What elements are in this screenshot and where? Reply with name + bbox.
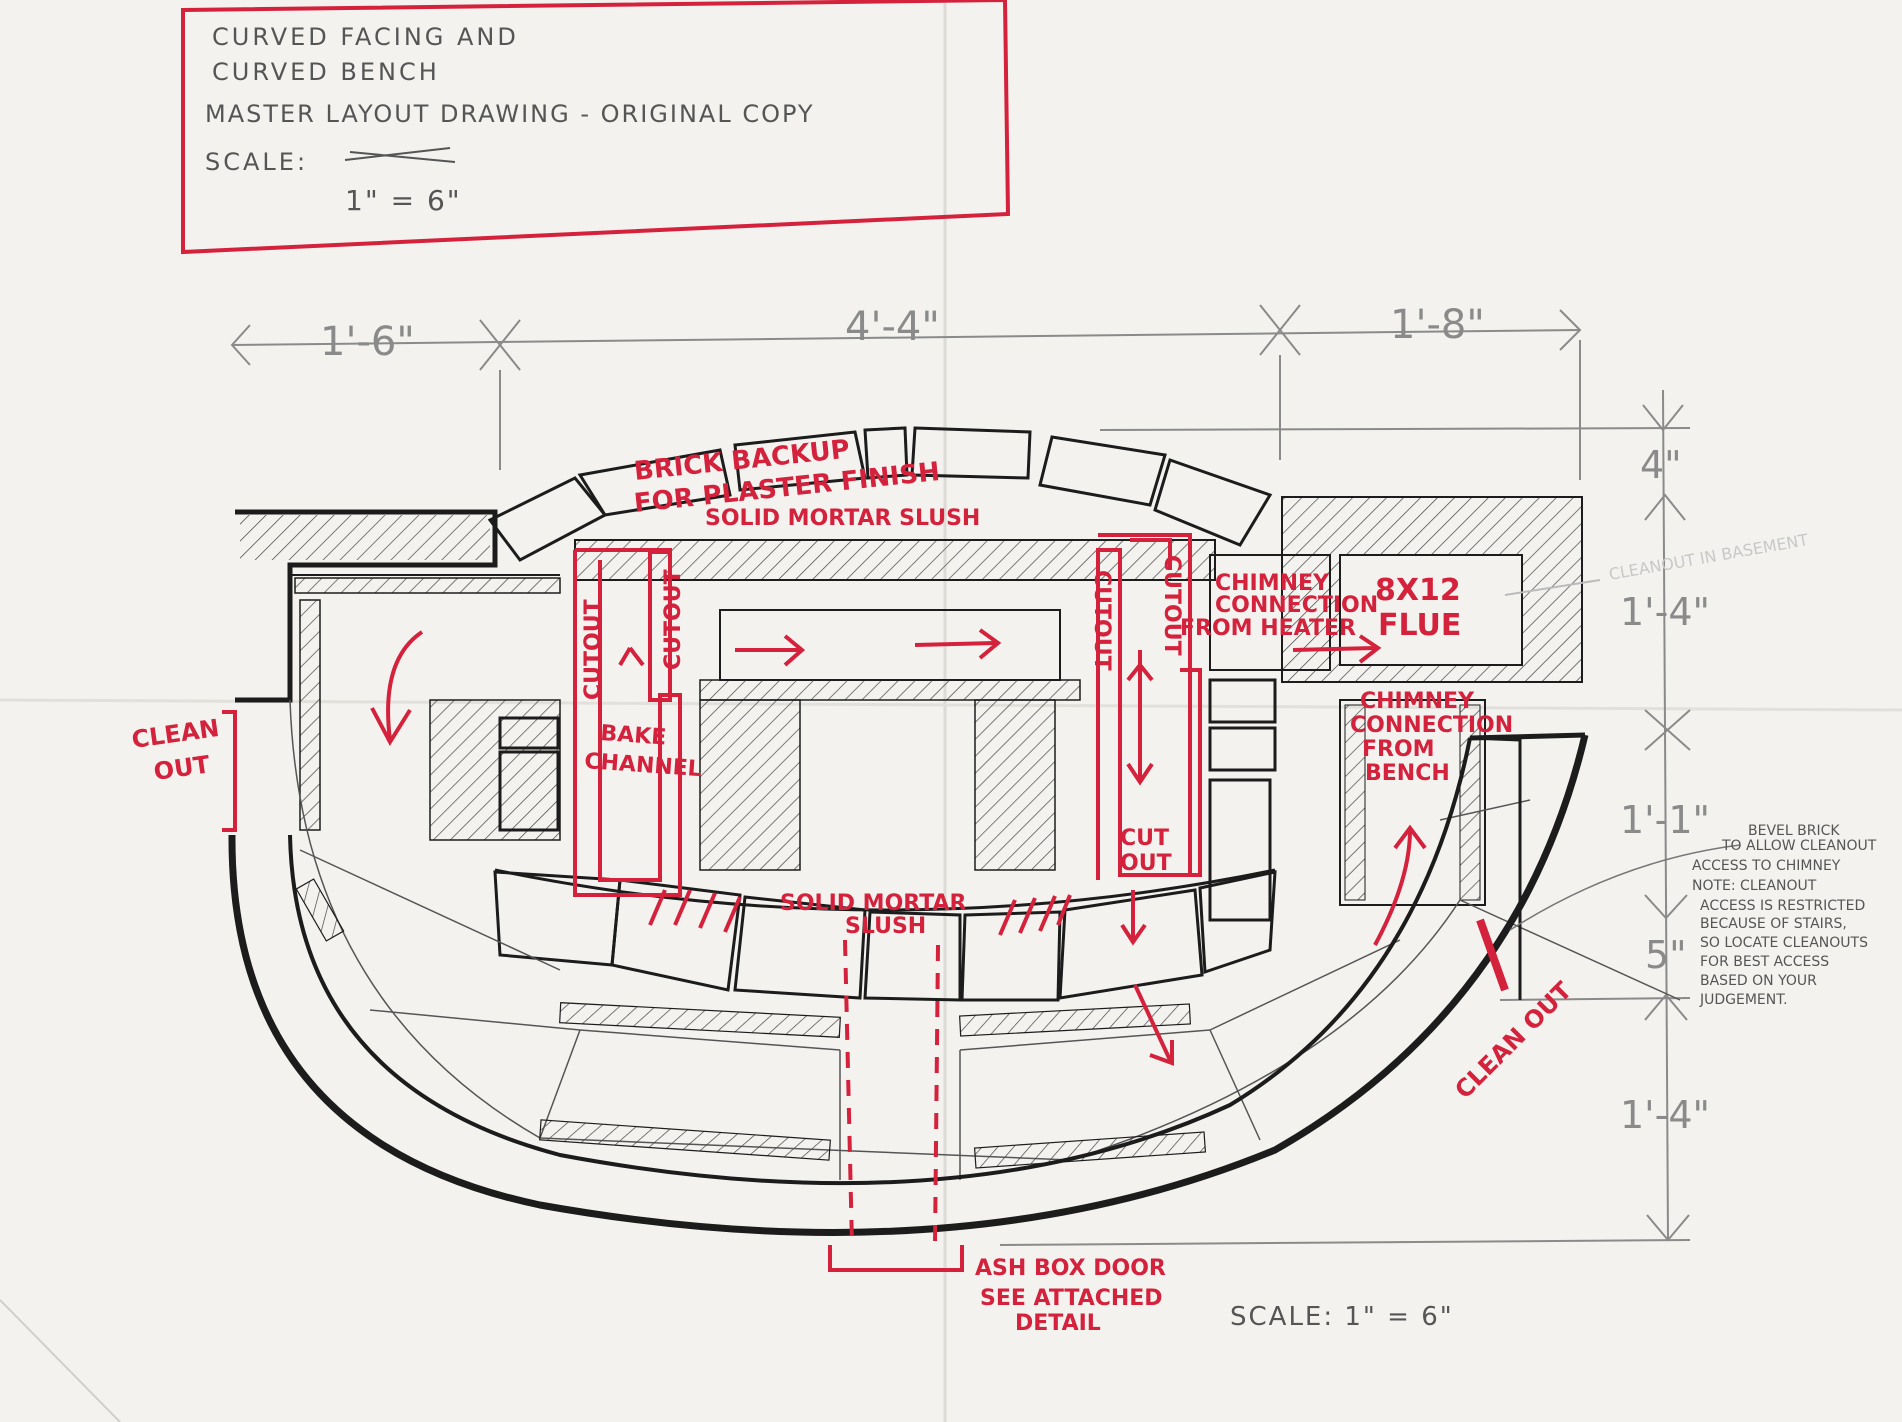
label-cutout-a: CUTOUT: [581, 599, 606, 700]
bevel-note-line-1: BEVEL BRICK: [1748, 823, 1840, 839]
label-cut-out-2: OUT: [1120, 851, 1172, 876]
label-cutout-b: CUTOUT: [661, 569, 686, 670]
bevel-note: BEVEL BRICK TO ALLOW CLEANOUT ACCESS TO …: [1692, 823, 1877, 1008]
bevel-note-line-6: BECAUSE OF STAIRS,: [1700, 916, 1847, 932]
dimension-lines: [230, 304, 1691, 1246]
ash-channel-right: [933, 944, 940, 1246]
bevel-note-line-4: NOTE: CLEANOUT: [1692, 878, 1817, 894]
flow-arrow-5-head: [1126, 762, 1154, 786]
left-cutout-outline: [573, 550, 682, 897]
flow-arrow-1-head: [370, 707, 412, 747]
flow-arrow-7-head: [1149, 1040, 1174, 1066]
bevel-note-line-10: JUDGEMENT.: [1699, 992, 1788, 1008]
top-facing-bricks: [487, 426, 1273, 562]
right-cutout-outline-b: [1180, 668, 1202, 877]
label-cutout-d: CUTOUT: [1159, 555, 1184, 656]
dim-top-middle: 4'-4": [845, 304, 940, 350]
bevel-brick-mark: [1476, 918, 1509, 992]
label-ash-box-1: ASH BOX DOOR: [975, 1256, 1166, 1281]
label-bake-channel-1: BAKE: [600, 721, 667, 751]
label-flue-2: FLUE: [1378, 608, 1461, 643]
bevel-note-line-8: FOR BEST ACCESS: [1700, 954, 1829, 970]
flow-arrow-8-head: [1393, 824, 1427, 850]
bevel-note-line-9: BASED ON YOUR: [1700, 973, 1817, 989]
label-scale-bottom: SCALE: 1" = 6": [1230, 1302, 1454, 1332]
label-flue-1: 8X12: [1375, 573, 1461, 608]
label-ash-box-3: DETAIL: [1015, 1311, 1101, 1336]
basement-note-leader: [1504, 579, 1601, 596]
title-scale-label: SCALE:: [205, 148, 308, 176]
bevel-note-line-7: SO LOCATE CLEANOUTS: [1700, 935, 1868, 951]
title-block-border: [181, 0, 1011, 255]
title-line-2: CURVED BENCH: [212, 58, 440, 86]
label-chimney-bench-2: CONNECTION: [1350, 713, 1513, 738]
label-cut-out-1: CUT: [1120, 826, 1169, 851]
label-cutout-c: CUTOUT: [1089, 570, 1114, 671]
small-arrows-bake: [618, 646, 645, 667]
bevel-note-leader: [1509, 844, 1741, 931]
flow-arrow-4: [1292, 646, 1376, 652]
dim-right-3: 1'-1": [1620, 798, 1710, 842]
bevel-note-line-5: ACCESS IS RESTRICTED: [1700, 898, 1865, 914]
clean-out-left-bracket: [222, 710, 237, 832]
flow-arrow-3-head: [978, 628, 1002, 660]
flow-arrow-5-up: [1126, 663, 1154, 682]
label-ash-box-2: SEE ATTACHED: [980, 1286, 1163, 1311]
ash-channel-left: [843, 939, 854, 1246]
label-chimney-bench-4: BENCH: [1365, 761, 1450, 786]
flow-arrow-8: [1373, 829, 1412, 946]
title-block: CURVED FACING AND CURVED BENCH MASTER LA…: [181, 0, 1011, 255]
dim-top-right: 1'-8": [1390, 302, 1485, 348]
paper-crease: [0, 1299, 121, 1422]
red-markups: [222, 533, 1509, 1272]
flow-arrow-6-head: [1120, 923, 1147, 946]
dim-right-2: 1'-4": [1620, 590, 1710, 634]
label-chimney-bench-1: CHIMNEY: [1360, 689, 1475, 714]
title-scale-value: 1" = 6": [345, 184, 462, 217]
label-solid-mortar-top: SOLID MORTAR SLUSH: [705, 506, 980, 531]
ash-box-door-mark: [828, 1245, 964, 1272]
right-cutout-tab: [1130, 538, 1172, 570]
label-chimney-heater-2: CONNECTION: [1215, 593, 1378, 618]
dim-right-4: 5": [1645, 933, 1687, 977]
scale-strikeout: [344, 147, 456, 163]
right-cutout-outline: [1096, 533, 1192, 880]
dim-right-5: 1'-4": [1620, 1093, 1710, 1137]
bevel-note-line-2: TO ALLOW CLEANOUT: [1721, 838, 1877, 854]
label-chimney-heater-1: CHIMNEY: [1215, 571, 1330, 596]
bevel-note-line-3: ACCESS TO CHIMNEY: [1692, 858, 1841, 874]
inner-arch-bricks: [493, 870, 1277, 1002]
label-solid-mortar-bottom-2: SLUSH: [845, 914, 926, 939]
flow-arrow-4-head: [1358, 634, 1382, 664]
label-chimney-bench-3: FROM: [1362, 737, 1435, 762]
label-chimney-heater-3: FROM HEATER: [1180, 616, 1356, 641]
flow-arrow-1: [386, 630, 424, 741]
title-line-3: MASTER LAYOUT DRAWING - ORIGINAL COPY: [205, 100, 815, 128]
flow-arrow-3: [914, 641, 996, 647]
dim-top-left: 1'-6": [320, 319, 415, 365]
flow-arrow-7: [1133, 984, 1172, 1061]
title-line-1: CURVED FACING AND: [212, 23, 519, 51]
mortar-slash-marks: [648, 889, 1072, 936]
label-solid-mortar-bottom-1: SOLID MORTAR: [780, 891, 967, 916]
flow-arrow-2-head: [783, 634, 806, 667]
dim-right-1: 4": [1640, 443, 1682, 487]
